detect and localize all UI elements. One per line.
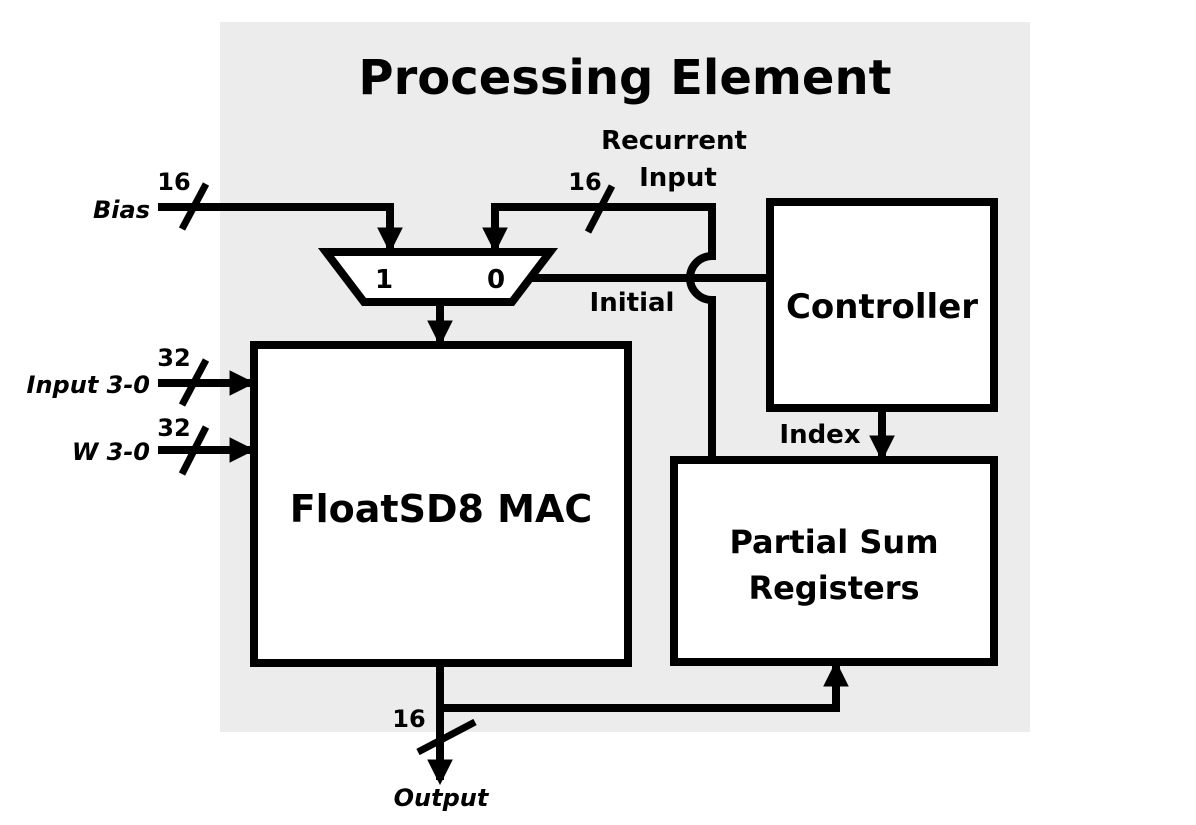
weight-label: W 3-0 [72,438,150,466]
feedback-to-partial-sum-wire [440,660,849,712]
input-label: Input 3-0 [27,371,150,399]
bias-wire [158,203,403,254]
partial-sum-label-line2: Registers [748,569,919,607]
mux-input-1-label: 1 [375,265,393,295]
diagram-title: Processing Element [358,50,891,106]
partial-sum-label-line1: Partial Sum [729,523,938,561]
weight-width-label: 32 [157,414,190,442]
controller-block-label: Controller [786,287,978,327]
recurrent-width-label: 16 [568,168,601,196]
output-label: Output [394,784,490,812]
controller-block [766,198,998,412]
initial-label: Initial [590,288,675,318]
mux-input-0-label: 0 [487,265,505,295]
recurrent-width-slash [584,184,616,234]
mux [317,248,559,306]
output-width-slash [416,718,477,756]
bias-width-slash [178,182,210,231]
mac-block [250,341,632,667]
output-width-label: 16 [392,705,425,733]
recurrent-input-label-line2: Input [639,163,717,193]
input-width-label: 32 [157,344,190,372]
index-label: Index [779,420,860,450]
bias-width-label: 16 [157,168,190,196]
mac-block-label: FloatSD8 MAC [290,487,593,531]
recurrent-input-label-line1: Recurrent [601,126,747,156]
weight-width-slash [178,425,210,476]
partial-sum-block [670,456,998,666]
bias-label: Bias [93,196,150,224]
input-width-slash [178,358,210,407]
